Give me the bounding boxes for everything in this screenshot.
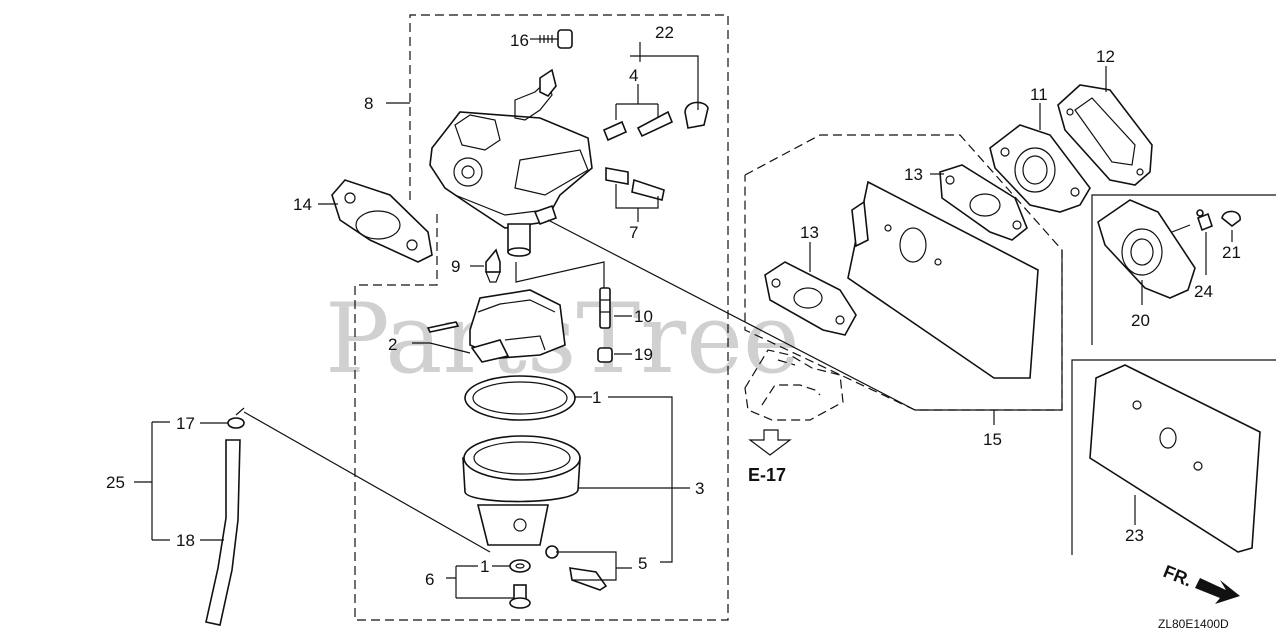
leader-lines <box>134 38 1063 599</box>
washer-1 <box>509 559 531 573</box>
pilot-screw-set-upper <box>602 101 709 142</box>
gasket-12 <box>1057 84 1153 186</box>
air-cleaner-gasket-13-upper <box>939 164 1028 241</box>
callout-12: 12 <box>1096 47 1115 66</box>
air-filter-element-23 <box>1089 364 1261 553</box>
callout-4: 4 <box>629 66 638 85</box>
callout-7: 7 <box>629 223 638 242</box>
fuel-tube-clip-17 <box>227 417 245 429</box>
choke-subassembly-box <box>1091 194 1276 345</box>
choke-spring-24 <box>1196 209 1213 232</box>
callout-19: 19 <box>634 345 653 364</box>
callout-14: 14 <box>293 195 312 214</box>
air-cleaner-base-15 <box>847 180 1039 379</box>
float-valve-10 <box>599 287 611 329</box>
insulator-gasket-14 <box>331 179 433 263</box>
air-cleaner-boundary <box>744 134 1063 411</box>
front-direction-arrow <box>1195 578 1240 604</box>
choke-cap-21 <box>1221 210 1241 228</box>
drain-screw-5 <box>545 545 608 591</box>
callout-5: 5 <box>638 554 647 573</box>
callout-10: 10 <box>634 307 653 326</box>
float-chamber-3 <box>462 435 581 546</box>
pilot-screw-set-lower <box>605 167 665 201</box>
valve-seat-19 <box>597 347 613 363</box>
float <box>469 289 566 363</box>
callout-23: 23 <box>1125 526 1144 545</box>
air-cleaner-gasket-13-lower <box>764 261 857 336</box>
element-subassembly-box <box>1071 359 1276 555</box>
callout-3: 3 <box>695 479 704 498</box>
callout-15: 15 <box>983 430 1002 449</box>
carburetor-assembly-boundary <box>354 14 729 621</box>
callout-17: 17 <box>176 414 195 433</box>
callout-13-upper: 13 <box>904 165 923 184</box>
callout-22: 22 <box>655 23 674 42</box>
choke-valve-20 <box>1097 199 1196 299</box>
callout-9: 9 <box>451 257 460 276</box>
callout-8: 8 <box>364 94 373 113</box>
screw-16 <box>539 29 573 49</box>
carburetor-body <box>429 68 593 257</box>
diagram-code: ZL80E1400D <box>1158 617 1229 631</box>
front-label: FR. <box>1161 561 1195 590</box>
callout-1-lower: 1 <box>480 557 489 576</box>
callout-20: 20 <box>1131 311 1150 330</box>
callout-11: 11 <box>1030 85 1048 104</box>
fuel-tube-18 <box>205 439 241 626</box>
callout-6: 6 <box>425 570 434 589</box>
callout-18: 18 <box>176 531 195 550</box>
reference-label: E-17 <box>748 465 786 485</box>
leader-lines-right <box>809 66 1233 525</box>
bolt-6 <box>509 584 531 609</box>
float-chamber-gasket-1 <box>464 375 576 421</box>
callout-2: 2 <box>388 335 397 354</box>
callout-16: 16 <box>510 31 529 50</box>
callout-25: 25 <box>106 473 125 492</box>
callout-24: 24 <box>1194 282 1213 301</box>
main-jet-9 <box>485 248 501 283</box>
float-pin-2 <box>426 321 460 333</box>
callout-21: 21 <box>1222 243 1241 262</box>
callout-13-lower: 13 <box>800 223 819 242</box>
choke-plate-11 <box>989 124 1091 213</box>
callout-1-upper: 1 <box>592 388 601 407</box>
breather-tube-reference <box>744 349 844 456</box>
